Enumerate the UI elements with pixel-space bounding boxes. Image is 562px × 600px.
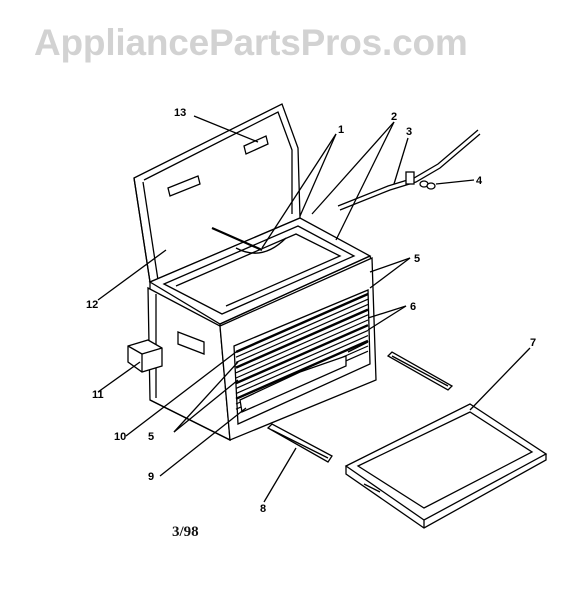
drawer-front-line	[235, 298, 369, 358]
callout-2: 2	[391, 111, 397, 123]
drawer-front-line	[235, 319, 369, 379]
drawer-front-line	[235, 329, 369, 389]
drawer-front-line	[235, 308, 369, 369]
drawer-slide-right	[386, 351, 454, 391]
drawer-front-line	[235, 339, 369, 400]
leader-lines	[97, 115, 531, 503]
callout-8: 8	[260, 503, 266, 515]
loose-drawer	[344, 403, 548, 529]
callout-11: 11	[92, 389, 104, 401]
callout-5: 5	[414, 253, 420, 265]
callout-7: 7	[530, 337, 536, 349]
callout-9: 9	[148, 471, 154, 483]
callout-10: 10	[114, 431, 126, 443]
drawer-front-line	[235, 314, 369, 374]
callout-13: 13	[174, 107, 186, 119]
lid	[133, 103, 301, 283]
callout-3: 3	[406, 126, 412, 138]
callout-5-secondary: 5	[148, 431, 154, 443]
watermark-logo: AppliancePartsPros.com	[34, 22, 468, 63]
callout-6: 6	[410, 301, 416, 313]
callout-4: 4	[476, 175, 483, 187]
drawer-front-line	[235, 292, 369, 354]
drawer-front-line	[235, 324, 369, 385]
date-code: 3/98	[172, 524, 199, 540]
drawer-front-line	[235, 303, 369, 363]
callout-labels: 13 1 2 3 4 5 6 7 8 9 10 11 12 5	[86, 107, 536, 515]
callout-1: 1	[338, 124, 344, 136]
drawer-slide-lower	[266, 423, 333, 463]
drawer-stack	[233, 289, 371, 425]
drawer-front-line	[235, 335, 369, 395]
callout-12: 12	[86, 299, 98, 311]
hinge-rod	[337, 129, 481, 211]
